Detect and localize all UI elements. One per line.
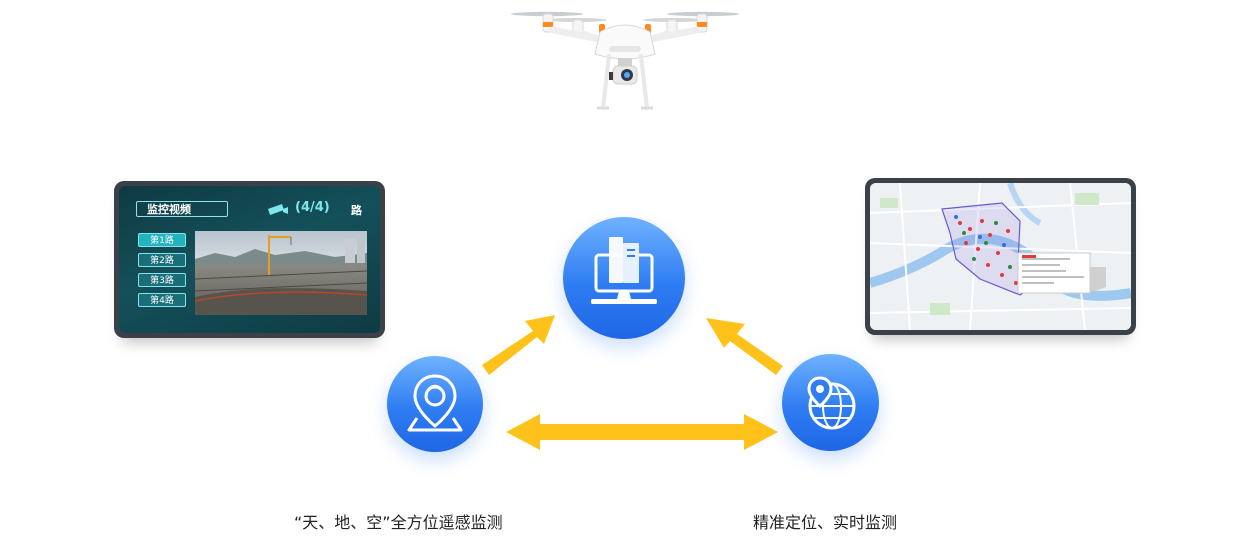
video-feed[interactable] — [195, 231, 367, 315]
arrow-double — [506, 414, 778, 450]
remote-sensing-circle — [387, 356, 483, 452]
caption-remote-sensing: “天、地、空”全方位遥感监测 — [294, 513, 503, 532]
map-tablet — [865, 178, 1136, 335]
arrow-right-to-top — [706, 318, 783, 375]
channel-button-4[interactable]: 第4路 — [138, 293, 186, 307]
monitor-tablet: 监控视频 (4/4) 路 第1路 第2路 第3路 第4路 — [114, 181, 385, 338]
data-center-circle — [563, 217, 685, 339]
channel-count: (4/4) — [295, 200, 330, 215]
caption-positioning: 精准定位、实时监测 — [753, 513, 898, 532]
globe-pin-icon — [807, 376, 856, 430]
map-view[interactable] — [870, 183, 1131, 330]
channel-button-3[interactable]: 第3路 — [138, 273, 186, 287]
monitor-screen: 监控视频 (4/4) 路 第1路 第2路 第3路 第4路 — [119, 186, 380, 333]
camera-icon — [268, 204, 288, 215]
positioning-circle — [782, 354, 879, 451]
map-screen — [870, 183, 1131, 330]
channel-unit: 路 — [351, 204, 362, 217]
drone-icon — [511, 11, 739, 110]
panel-title: 监控视频 — [136, 201, 228, 217]
location-pin-icon — [407, 374, 463, 432]
channel-button-1[interactable]: 第1路 — [138, 233, 186, 247]
channel-button-2[interactable]: 第2路 — [138, 253, 186, 267]
computer-books-icon — [591, 237, 657, 304]
arrow-left-to-top — [482, 315, 555, 375]
